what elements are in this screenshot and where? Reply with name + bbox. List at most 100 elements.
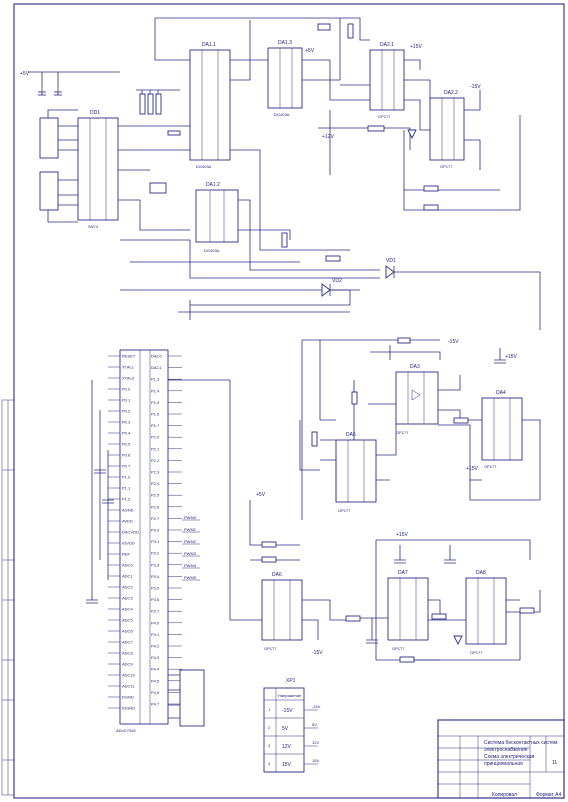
capacitor-c-top [317,23,331,31]
chip-da1-1-type: DG403A [196,164,212,169]
chip-da1-2-type: DG403A [204,248,220,253]
connector-out-label: 5V [312,722,317,727]
mcu-right-pin: P2.0 [151,435,160,440]
mcu-right-pin: P3.2 [151,551,160,556]
chip-da7-ref: DA7 [398,570,408,576]
chip-da3-type: OP177 [396,430,409,435]
mcu-left-pin: ADC11 [122,684,135,689]
connector-header: Напряжение [278,693,302,698]
chip-da4-type: OP177 [484,464,497,469]
chip-da2-2-ref: DA2.2 [444,90,458,96]
chip-da2-2-type: OP177 [440,164,453,169]
chip-da1-1 [189,49,231,161]
mcu-left-pin: ADC6 [122,629,133,634]
analog-mid: -15V +15V DA3 OP177 DA4 OP177 DA5 OP177 … [299,337,541,520]
top-section: +5V DD1 SN74 DA1.1 [20,17,541,330]
mcu-right-pin: P3.3 [151,562,160,567]
connector-out-label: 15V [312,758,319,763]
chip-da5-ref: DA5 [346,432,356,438]
chip-da8-ref: DA8 [476,570,486,576]
mcu-right-pin: P1.5 [151,400,160,405]
mcu-left-pin: AGND [122,508,134,513]
chip-dd1-type: SN74 [88,224,99,229]
chip-da3 [395,371,439,425]
power-label-p15-c: +15V [466,466,478,472]
mcu-left-pin: P0.4 [122,431,131,436]
mcu-left-pin: ADC0 [122,563,133,568]
mcu-right-pin: P3.0 [151,528,160,533]
diode-zener [407,129,417,140]
mcu-right-pin: P4.5 [151,678,160,683]
power-label-m15-b: -15V [448,339,459,345]
mcu-left-pin: REF [122,552,131,557]
connector-ref: XP1 [286,678,296,684]
power-label-p5-b: +5V [256,492,266,498]
mcu-left-pin: ADC9 [122,662,133,667]
resistor-r-b5 [519,607,535,614]
chip-da4-ref: DA4 [496,390,506,396]
mcu-out-header [179,669,205,727]
diode-vd1: VD1 [385,258,396,279]
power-label-p15-b: +15V [505,354,517,360]
mcu-right-pin: P2.3 [151,470,160,475]
power-label-m15-c: -15V [312,650,323,656]
resistor-bank [136,89,180,115]
mcu-right-pin: P2.5 [151,493,160,498]
mcu-right-pin: P2.2 [151,458,160,463]
resistor-r-a3 [311,431,318,447]
mcu-right-pin: P3.4 [151,574,160,579]
title-line: принципиальная [484,761,523,767]
mcu-left-pin: ADC7 [122,640,133,645]
mcu-right-pin: P3.6 [151,597,160,602]
rail-label-left: +5V [20,71,30,77]
mcu-left-pin: P0.3 [122,420,131,425]
power-label-p12: +12V [322,134,334,140]
connector-pin: 2 [268,725,271,730]
connector-out-label: 12V [312,740,319,745]
mcu-name: ADuC7026 [116,728,136,733]
resistor-r-b2 [261,556,277,563]
mcu-right-pin: P1.7 [151,423,160,428]
connector-pin: 1 [268,707,271,712]
resistor-r-b4 [431,613,447,620]
diode-vd2: VD2 [321,278,342,297]
chip-dd1-ref: DD1 [90,110,100,116]
mcu-right-pin: P2.1 [151,446,160,451]
resistor-r-top [347,23,354,39]
resistor-r-a [167,130,181,136]
chip-da1-1-ref: DA1.1 [202,42,216,48]
mcu-port-label: PWM4 [184,563,197,568]
label-copied: Копировал [492,792,517,798]
resistor-r-mid [367,125,385,132]
chip-da2-1-ref: DA2.1 [380,42,394,48]
mcu-right-pin: DAC0 [151,354,162,359]
chip-da1-3 [267,47,303,109]
switch-block-1 [39,117,59,159]
mcu-right-pin: P3.5 [151,586,160,591]
mcu-left-pin: P0.2 [122,409,131,414]
power-label-p15-a: +15V [410,44,422,50]
mcu-right-pin: P1.3 [151,377,160,382]
connector-voltage: 5V [282,726,289,732]
resistor-r-right-a [423,185,439,192]
mcu-left-pin: P0.5 [122,442,131,447]
resistor-r-right-b [423,204,439,211]
mcu-right-pin: P2.4 [151,481,160,486]
resistor-r-low [325,255,341,262]
mcu-port-label: PWM2 [184,539,197,544]
mcu-right-pin: P3.1 [151,539,160,544]
mcu-right-pin: P4.3 [151,655,160,660]
mcu-right-pin: P2.7 [151,516,160,521]
chip-da6-type: OP177 [264,646,277,651]
svg-text:VD1: VD1 [386,258,396,264]
chip-da4 [481,397,523,461]
mcu-left-pin: P0.1 [122,398,131,403]
title-line: электроснабжения [484,747,528,753]
mcu-left-pin: XTAL1 [122,365,135,370]
mcu-left-pin: RESET [122,354,136,359]
resistor-r-b1 [261,541,277,548]
mcu-left-pin: ADC10 [122,673,136,678]
chip-da8 [465,577,507,645]
